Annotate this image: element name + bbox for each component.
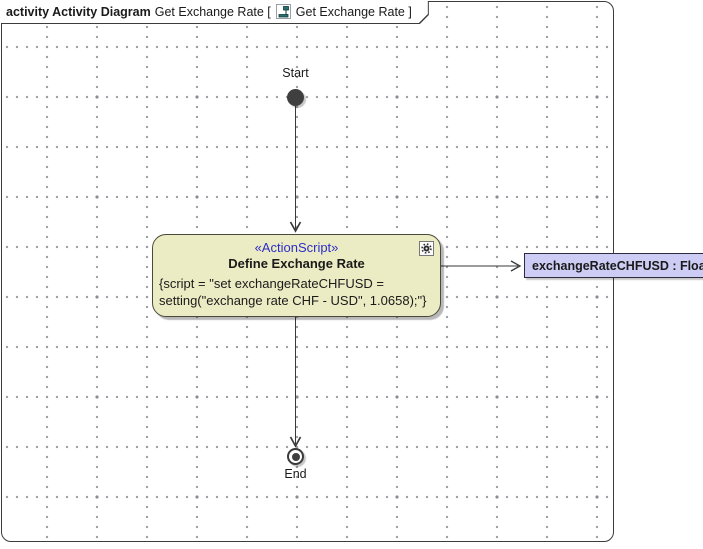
activity-final-node[interactable] (287, 448, 304, 465)
object-node-exchange-rate[interactable]: exchangeRateCHFUSD : Float (524, 253, 703, 278)
frame-title-tab[interactable]: activity Activity Diagram Get Exchange R… (1, 1, 429, 24)
action-name: Define Exchange Rate (228, 256, 365, 271)
action-script-line: setting("exchange rate CHF - USD", 1.065… (159, 293, 427, 308)
start-node-label: Start (282, 66, 309, 80)
frame-title-context: Get Exchange Rate ] (295, 4, 412, 19)
frame-title-keyword: activity Activity Diagram (6, 4, 151, 19)
behavior-gear-icon[interactable] (419, 241, 434, 256)
initial-node[interactable] (287, 89, 304, 106)
action-node-define-exchange-rate[interactable]: «ActionScript» Define Exchange Rate {scr… (152, 234, 441, 317)
activity-diagram-icon (276, 4, 291, 19)
end-node-label: End (284, 467, 307, 481)
activity-final-inner-dot (291, 452, 300, 461)
frame-title-name: Get Exchange Rate [ (154, 4, 271, 19)
action-stereotype: «ActionScript» (254, 240, 339, 255)
action-script-line: {script = "set exchangeRateCHFUSD = (159, 276, 384, 291)
object-node-label: exchangeRateCHFUSD : Float (532, 258, 703, 273)
